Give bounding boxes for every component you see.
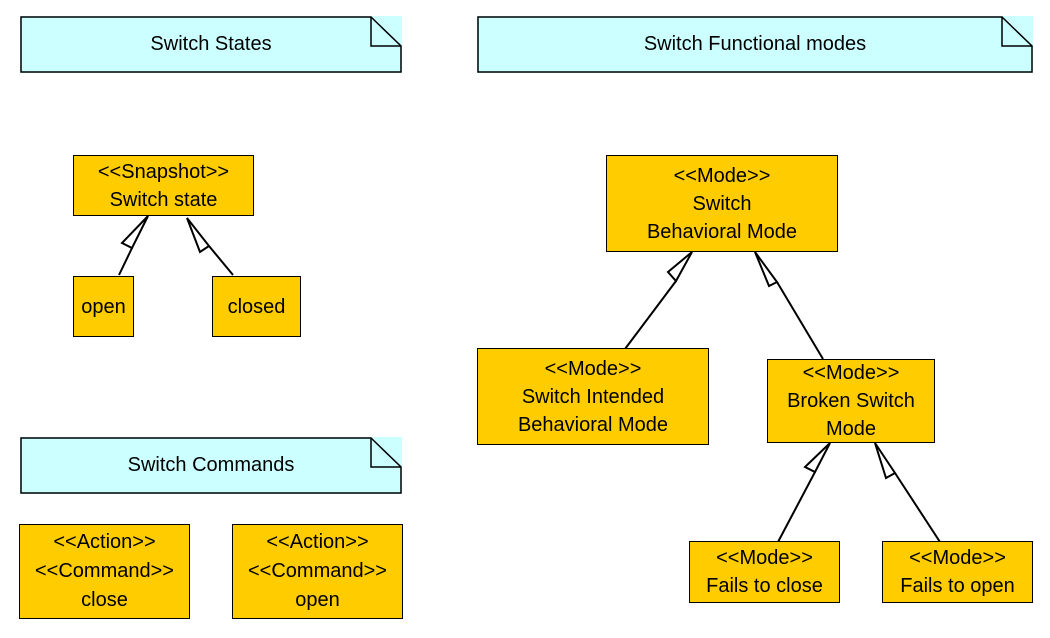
note-switch-states: Switch States: [20, 16, 402, 73]
arrowhead-broken-left: [803, 442, 831, 474]
switch-state-name: Switch state: [109, 188, 218, 211]
command-open-name: open: [295, 589, 340, 611]
class-command-close[interactable]: <<Action>> <<Command>> close: [19, 524, 190, 619]
intended-mode-line1: Switch Intended: [521, 385, 665, 408]
root-mode-line2: Behavioral Mode: [646, 220, 798, 243]
intended-mode-line2: Behavioral Mode: [517, 413, 669, 436]
command-close-stereotype-action: <<Action>>: [53, 531, 156, 553]
arrowhead-broken-right: [874, 442, 897, 480]
arrowhead-switch-state-left: [120, 215, 149, 250]
root-mode-line1: Switch: [692, 192, 752, 215]
note-switch-commands: Switch Commands: [20, 437, 402, 494]
note-switch-functional-modes: Switch Functional modes: [477, 16, 1033, 73]
class-command-open[interactable]: <<Action>> <<Command>> open: [232, 524, 403, 619]
root-mode-stereotype: <<Mode>>: [673, 164, 771, 187]
broken-mode-line2: Mode: [825, 418, 877, 440]
class-fails-to-open[interactable]: <<Mode>> Fails to open: [882, 541, 1033, 603]
arrowhead-root-left: [666, 251, 693, 283]
link-intended-to-root: [624, 280, 677, 350]
class-switch-intended-behavioral-mode[interactable]: <<Mode>> Switch Intended Behavioral Mode: [477, 348, 709, 445]
class-open[interactable]: open: [73, 276, 134, 337]
closed-name: closed: [227, 295, 286, 318]
broken-mode-line1: Broken Switch: [787, 390, 915, 412]
class-switch-state[interactable]: <<Snapshot>> Switch state: [73, 155, 254, 216]
fails-close-name: Fails to close: [706, 575, 823, 597]
class-broken-switch-mode[interactable]: <<Mode>> Broken Switch Mode: [767, 359, 935, 443]
link-fails-close-to-broken: [777, 471, 816, 543]
note-frame: [20, 437, 402, 494]
note-switch-functional-modes-label: Switch Functional modes: [643, 33, 867, 55]
class-switch-behavioral-mode[interactable]: <<Mode>> Switch Behavioral Mode: [606, 155, 838, 252]
arrowhead-switch-state-right: [186, 217, 211, 254]
fails-open-stereotype: <<Mode>>: [909, 547, 1006, 569]
fails-close-stereotype: <<Mode>>: [716, 547, 813, 569]
arrowhead-root-right: [754, 251, 779, 288]
fails-open-name: Fails to open: [900, 575, 1015, 597]
intended-mode-stereotype: <<Mode>>: [544, 357, 642, 380]
class-fails-to-close[interactable]: <<Mode>> Fails to close: [689, 541, 840, 603]
link-closed-to-switch-state: [208, 245, 234, 276]
note-frame: [477, 16, 1033, 73]
class-closed[interactable]: closed: [212, 276, 301, 337]
open-name: open: [81, 295, 126, 318]
note-frame: [20, 16, 402, 73]
command-open-stereotype-action: <<Action>>: [266, 531, 369, 553]
note-switch-states-label: Switch States: [150, 33, 272, 55]
link-fails-open-to-broken: [894, 472, 941, 543]
command-close-stereotype-command: <<Command>>: [35, 560, 174, 582]
broken-mode-stereotype: <<Mode>>: [802, 362, 900, 384]
note-switch-commands-label: Switch Commands: [127, 454, 295, 476]
command-open-stereotype-command: <<Command>>: [248, 560, 387, 582]
link-open-to-switch-state: [118, 247, 133, 276]
link-broken-to-root: [776, 281, 824, 360]
command-close-name: close: [81, 589, 128, 611]
switch-state-stereotype: <<Snapshot>>: [97, 160, 230, 183]
